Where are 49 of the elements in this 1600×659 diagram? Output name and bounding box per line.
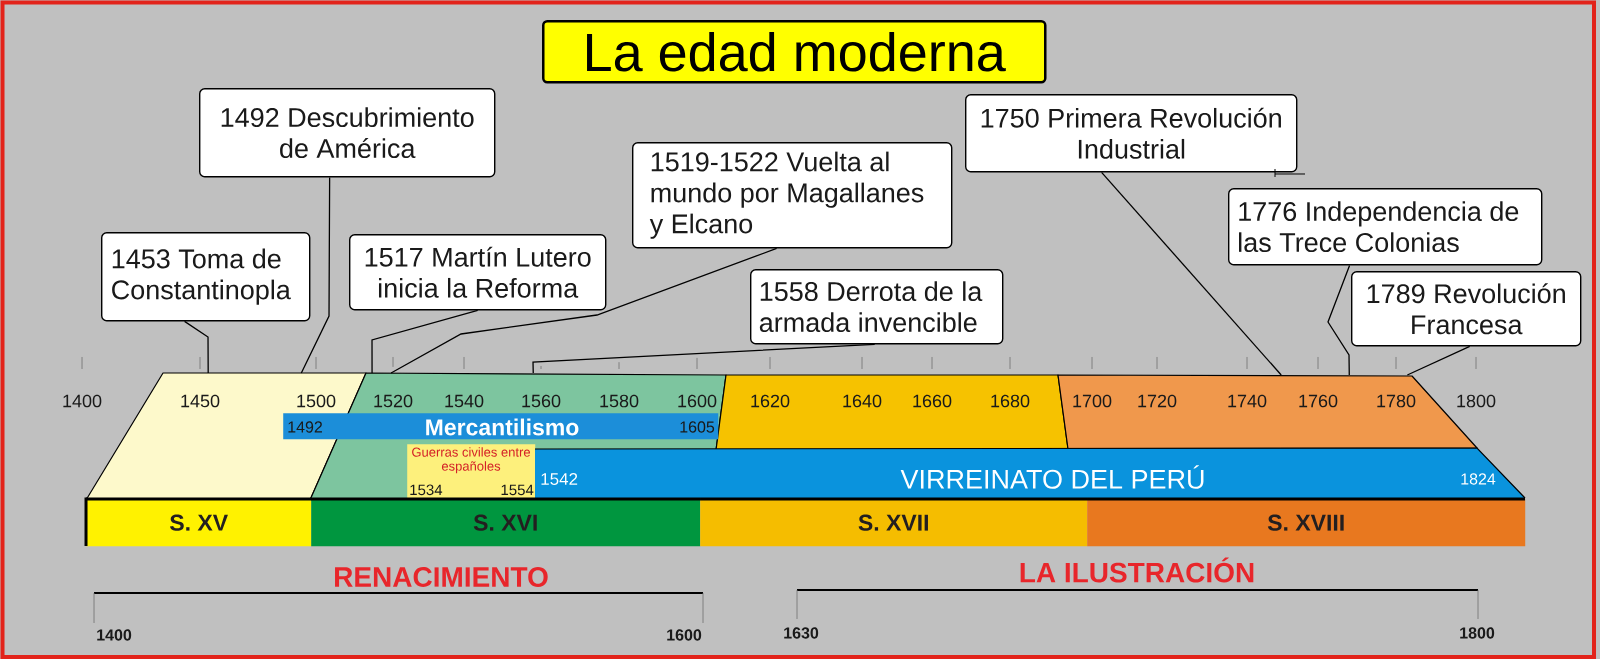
leader-line xyxy=(371,309,479,374)
leader-line xyxy=(532,343,876,374)
century-block: S. XVIII xyxy=(1087,497,1526,547)
period-label: RENACIMIENTO xyxy=(335,567,548,587)
callout-box: 1750 Primera Revolución Industrial xyxy=(965,94,1298,173)
title-box: La edad moderna xyxy=(542,20,1047,84)
callout-box: 1519-1522 Vuelta al mundo por Magallanes y Elcano xyxy=(632,142,953,249)
callout-box: 1776 Independencia de las Trece Colonias xyxy=(1228,188,1543,266)
year-label: 1580 xyxy=(600,394,639,408)
year-label: 1450 xyxy=(181,394,220,408)
period-label: LA ILUSTRACIÓN xyxy=(1020,557,1254,583)
note-box: Guerras civiles entre españoles 1534 1554 xyxy=(407,444,536,501)
year-label: 1680 xyxy=(991,394,1030,408)
leader-line xyxy=(1100,171,1282,376)
callout-box: 1517 Martín Lutero inicia la Reforma xyxy=(349,234,607,311)
leader-line xyxy=(300,176,331,374)
callout-box: 1789 Revolución Francesa xyxy=(1351,271,1582,347)
timeline-bar: 1492 Mercantilismo 1605 xyxy=(283,413,719,440)
year-label: 1700 xyxy=(1073,394,1112,408)
year-label: 1600 xyxy=(678,394,717,408)
year-label: 1760 xyxy=(1299,394,1338,408)
century-block: S. XVII xyxy=(700,497,1088,547)
year-label: 1400 xyxy=(63,394,102,408)
year-label: 1660 xyxy=(913,394,952,408)
year-label: 1630 xyxy=(784,627,819,639)
year-label: 1600 xyxy=(667,629,702,641)
year-label: 1400 xyxy=(97,629,132,641)
year-label: 1780 xyxy=(1377,394,1416,408)
century-block: S. XVI xyxy=(311,497,701,547)
year-label: 1500 xyxy=(297,394,336,408)
leader-line xyxy=(183,320,209,374)
year-label: 1540 xyxy=(445,394,484,408)
callout-box: 1453 Toma de Constantinopla xyxy=(101,232,311,322)
leader-line xyxy=(390,247,778,374)
timeline-band: 1542 VIRREINATO DEL PERÚ 1824 xyxy=(534,447,1526,499)
leader-line xyxy=(1327,264,1351,376)
year-label: 1740 xyxy=(1228,394,1267,408)
year-label: 1520 xyxy=(374,394,413,408)
callout-box: 1492 Descubrimiento de América xyxy=(199,88,496,178)
period-band xyxy=(715,374,1069,451)
callout-box: 1558 Derrota de la armada invencible xyxy=(750,269,1004,345)
year-label: 1800 xyxy=(1460,627,1495,639)
year-label: 1720 xyxy=(1138,394,1177,408)
year-label: 1560 xyxy=(522,394,561,408)
year-label: 1800 xyxy=(1457,394,1496,408)
year-label: 1620 xyxy=(751,394,790,408)
leader-line xyxy=(1406,345,1471,376)
year-label: 1640 xyxy=(843,394,882,408)
century-block: S. XV xyxy=(84,497,312,547)
